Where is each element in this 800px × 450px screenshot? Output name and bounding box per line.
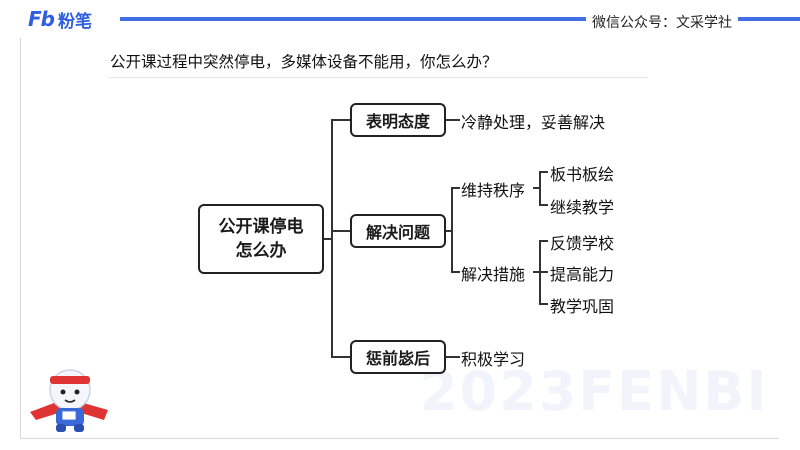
- question-text: 公开课过程中突然停电，多媒体设备不能用，你怎么办？: [110, 53, 498, 71]
- content-frame: [20, 38, 779, 439]
- branch-node-solve: 解决问题: [350, 214, 446, 248]
- leaf3-connector: [446, 356, 460, 358]
- root-node-label: 公开课停电 怎么办: [218, 217, 304, 261]
- mascot-illustration: [30, 369, 108, 432]
- question-underline: [108, 77, 648, 78]
- branch2-connector: [331, 230, 350, 232]
- sub-branch-label: 解决措施: [461, 265, 526, 284]
- branch2-out: [446, 230, 452, 232]
- root-connector: [324, 238, 332, 240]
- branch-node-attitude: 表明态度: [350, 103, 446, 137]
- sub2-leaf1-connector: [539, 240, 548, 242]
- leaf-text: 教学巩固: [550, 297, 615, 316]
- branch1-connector: [331, 119, 350, 121]
- root-node: 公开课停电 怎么办: [198, 204, 324, 274]
- logo-text: 粉笔: [57, 11, 92, 32]
- sub2-connector: [451, 271, 460, 273]
- sub1-leaf2-connector: [539, 204, 548, 206]
- branch-label: 惩前毖后: [365, 349, 430, 368]
- leaf1-connector: [446, 119, 460, 121]
- sub1-leaf1-connector: [539, 171, 548, 173]
- sub-branch-label: 维持秩序: [461, 181, 526, 200]
- branch-label: 表明态度: [365, 112, 430, 131]
- leaf-text: 反馈学校: [550, 234, 615, 253]
- root-spine: [331, 119, 333, 358]
- sub2-out: [533, 271, 540, 273]
- fenbi-logo: Fb 粉笔: [28, 7, 92, 32]
- leaf-text: 提高能力: [550, 265, 615, 284]
- sub1-connector: [451, 187, 460, 189]
- sub2-leaf2-connector: [539, 271, 548, 273]
- wechat-account-label: 微信公众号：文采学社: [586, 12, 738, 32]
- header-accent-bar: [120, 17, 800, 21]
- leaf-text: 板书板绘: [550, 165, 615, 184]
- sub1-out: [533, 187, 540, 189]
- leaf-text: 冷静处理，妥善解决: [461, 113, 606, 132]
- branch-node-prevent: 惩前毖后: [350, 340, 446, 374]
- sub2-leaf3-connector: [539, 303, 548, 305]
- leaf-text: 积极学习: [461, 350, 526, 369]
- logo-mark: Fb: [28, 7, 55, 31]
- watermark: 2023FENBI: [420, 360, 769, 423]
- branch2-spine: [451, 187, 453, 272]
- branch3-connector: [331, 356, 350, 358]
- leaf-text: 继续教学: [550, 198, 615, 217]
- sub1-spine: [539, 171, 541, 205]
- branch-label: 解决问题: [365, 223, 430, 242]
